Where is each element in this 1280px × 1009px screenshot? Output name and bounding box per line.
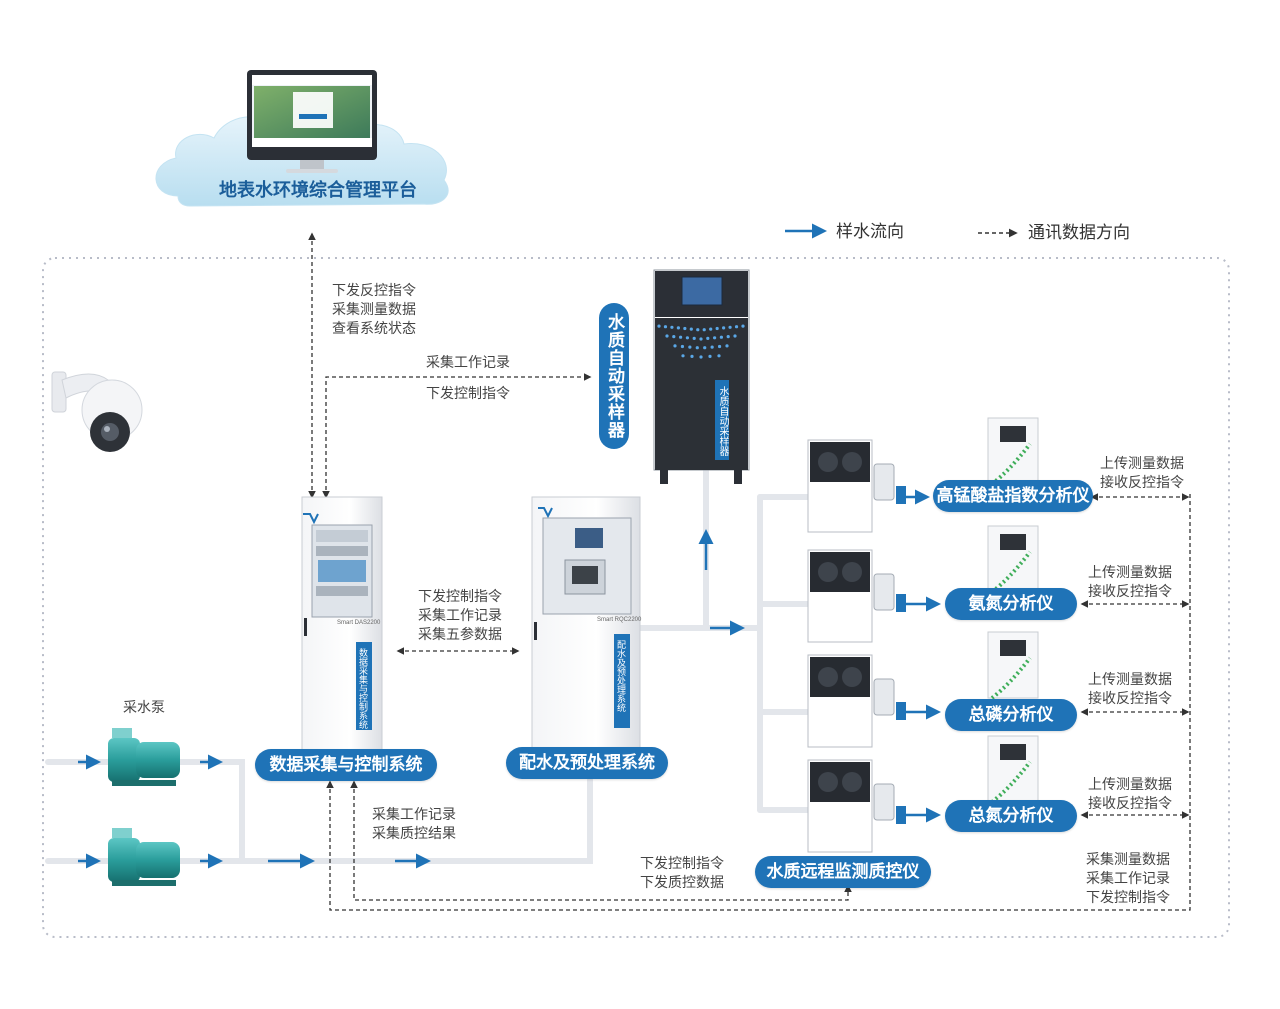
water-pipes bbox=[45, 467, 813, 864]
legend-data-flow: 通讯数据方向 bbox=[1028, 223, 1130, 242]
qc-system-label: 水质远程监测质控仪 bbox=[755, 856, 931, 888]
droplet-dot bbox=[689, 327, 693, 331]
daq-side-label: 数据采集与控制系统 bbox=[358, 648, 368, 729]
droplet-dot bbox=[670, 325, 674, 329]
droplet-dot bbox=[725, 344, 729, 348]
droplet-dot bbox=[680, 344, 685, 349]
camera bbox=[51, 371, 143, 452]
platform-link-messages: 下发反控指令 采集测量数据 查看系统状态 bbox=[332, 282, 416, 336]
droplet-dot bbox=[703, 346, 707, 350]
droplet-dot bbox=[719, 335, 724, 339]
qc-instrument-1 bbox=[807, 439, 906, 533]
droplet-dot bbox=[676, 326, 680, 330]
sampler-cabinet bbox=[653, 269, 750, 484]
droplet-dot bbox=[685, 336, 690, 340]
pretreat-cabinet bbox=[531, 496, 641, 756]
droplet-dot bbox=[706, 336, 710, 340]
pretreat-model: Smart RQC2200 bbox=[597, 617, 642, 623]
sampler-label: 水质自动采样器 bbox=[599, 303, 629, 449]
analyzer-name-4: 总氮分析仪 bbox=[945, 800, 1077, 832]
daq-pretreat-messages: 下发控制指令 采集工作记录 采集五参数据 bbox=[418, 588, 502, 642]
daq-system-label: 数据采集与控制系统 bbox=[255, 749, 437, 781]
analyzer-name-3: 总磷分析仪 bbox=[945, 699, 1077, 731]
qc-instrument-3 bbox=[807, 654, 906, 748]
analyzer-name-2: 氨氮分析仪 bbox=[945, 588, 1077, 620]
analyzer-2 bbox=[987, 525, 1039, 594]
sampler-side-label: 水质自动采样器 bbox=[717, 386, 728, 456]
droplet-dot bbox=[734, 325, 739, 329]
legend-water-flow: 样水流向 bbox=[836, 222, 904, 241]
data-lines bbox=[308, 232, 1191, 911]
platform-title: 地表水环境综合管理平台 bbox=[219, 180, 417, 200]
bus-right-messages: 采集测量数据 采集工作记录 下发控制指令 bbox=[1086, 851, 1170, 905]
droplet-dot bbox=[726, 335, 730, 339]
legend bbox=[785, 223, 1018, 239]
droplet-dot bbox=[713, 336, 717, 340]
droplet-dot bbox=[679, 335, 683, 339]
droplet-dot bbox=[717, 354, 721, 358]
droplet-dot bbox=[672, 335, 676, 339]
droplet-dot bbox=[741, 324, 745, 328]
droplet-dot bbox=[728, 325, 732, 329]
droplet-dot bbox=[688, 345, 692, 349]
droplet-dot bbox=[709, 327, 713, 331]
droplet-dot bbox=[715, 326, 719, 331]
daq-qc-messages: 采集工作记录 采集质控结果 bbox=[372, 806, 456, 841]
analyzer-1 bbox=[987, 417, 1039, 486]
droplet-dot bbox=[708, 354, 712, 358]
droplet-dot bbox=[692, 336, 696, 340]
daq-model: Smart DAS2200 bbox=[337, 620, 381, 626]
analyzer-msg-4: 上传测量数据接收反控指令 bbox=[1088, 776, 1172, 811]
droplet-dot bbox=[699, 355, 703, 359]
pump-label: 采水泵 bbox=[123, 699, 165, 715]
qc-control-messages: 下发控制指令 下发质控数据 bbox=[640, 855, 724, 890]
sampler-link-bottom: 下发控制指令 bbox=[426, 385, 510, 401]
pretreat-side-label: 配水及预处理系统 bbox=[616, 640, 626, 712]
droplet-dot bbox=[710, 345, 714, 349]
droplet-dot bbox=[690, 354, 694, 358]
droplet-dot bbox=[702, 328, 706, 332]
qc-instrument-4 bbox=[807, 759, 906, 853]
analyzer-msg-2: 上传测量数据接收反控指令 bbox=[1088, 564, 1172, 599]
sampler-link-top: 采集工作记录 bbox=[426, 354, 510, 370]
droplet-dot bbox=[695, 346, 699, 350]
droplet-dot bbox=[663, 325, 668, 329]
droplet-dot bbox=[673, 344, 677, 348]
analyzer-3 bbox=[987, 631, 1039, 700]
analyzer-name-1: 高锰酸盐指数分析仪 bbox=[933, 480, 1093, 512]
sampler-dot-pattern bbox=[657, 324, 745, 359]
droplet-dot bbox=[699, 337, 703, 341]
pretreat-system-label: 配水及预处理系统 bbox=[506, 747, 668, 779]
analyzer-4 bbox=[987, 735, 1039, 804]
qc-instrument-2 bbox=[807, 549, 906, 643]
droplet-dot bbox=[657, 324, 661, 328]
monitor bbox=[247, 70, 377, 173]
analyzer-msg-1: 上传测量数据接收反控指令 bbox=[1100, 455, 1184, 490]
daq-cabinet bbox=[301, 496, 383, 756]
droplet-dot bbox=[722, 326, 726, 330]
droplet-dot bbox=[665, 334, 669, 338]
droplet-dot bbox=[696, 328, 700, 332]
droplet-dot bbox=[681, 354, 685, 358]
analyzer-msg-3: 上传测量数据接收反控指令 bbox=[1088, 671, 1172, 706]
droplet-dot bbox=[733, 334, 737, 338]
water-flow-arrows bbox=[78, 489, 941, 869]
pump-1 bbox=[108, 728, 180, 786]
pump-2 bbox=[108, 828, 180, 886]
droplet-dot bbox=[683, 326, 687, 331]
droplet-dot bbox=[717, 344, 722, 349]
